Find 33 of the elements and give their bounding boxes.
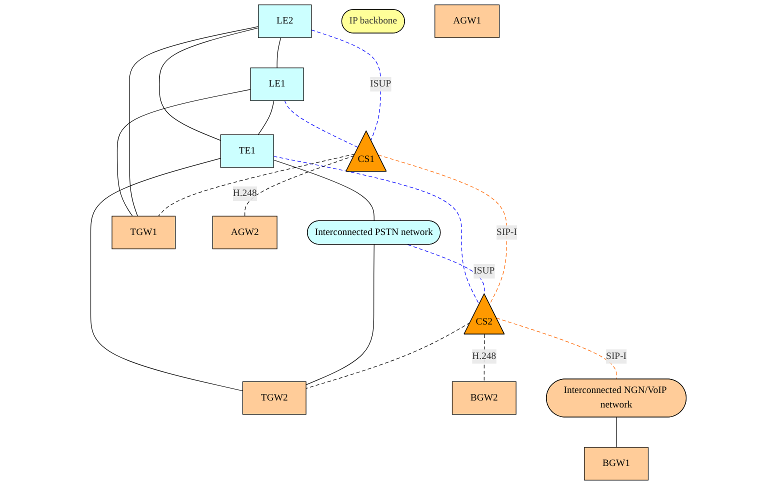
connector xyxy=(378,154,508,305)
connector xyxy=(496,318,617,380)
node-box: TGW1 xyxy=(112,216,176,250)
connector xyxy=(158,28,259,141)
edge-label: H.248 xyxy=(232,188,257,199)
node-box: AGW1 xyxy=(434,4,500,38)
connector xyxy=(484,334,485,382)
edge-label: ISUP xyxy=(474,266,495,276)
connector xyxy=(407,244,485,294)
edge-label: SIP-I xyxy=(606,351,627,362)
edge-label: H.248 xyxy=(472,351,496,362)
node-box: BGW2 xyxy=(452,381,516,415)
connector xyxy=(306,322,470,389)
connector xyxy=(258,100,274,136)
node-box: AGW2 xyxy=(212,216,278,250)
edge-label: SIP-I xyxy=(496,227,518,238)
connector xyxy=(244,155,354,216)
node-box: TE1 xyxy=(220,134,274,168)
node-box: TGW2 xyxy=(242,381,306,415)
connector xyxy=(273,160,374,222)
connector xyxy=(129,26,259,216)
node-box: LE1 xyxy=(250,68,304,101)
connector xyxy=(311,30,381,141)
connector xyxy=(116,89,251,216)
edge-label: ISUP xyxy=(370,78,392,90)
node-box: BGW1 xyxy=(584,447,649,480)
connector xyxy=(616,417,617,448)
connector xyxy=(306,244,374,386)
connector xyxy=(90,158,244,392)
node-box: LE2 xyxy=(258,4,312,38)
connector xyxy=(284,100,359,148)
connector xyxy=(158,154,356,216)
connector xyxy=(276,37,282,68)
